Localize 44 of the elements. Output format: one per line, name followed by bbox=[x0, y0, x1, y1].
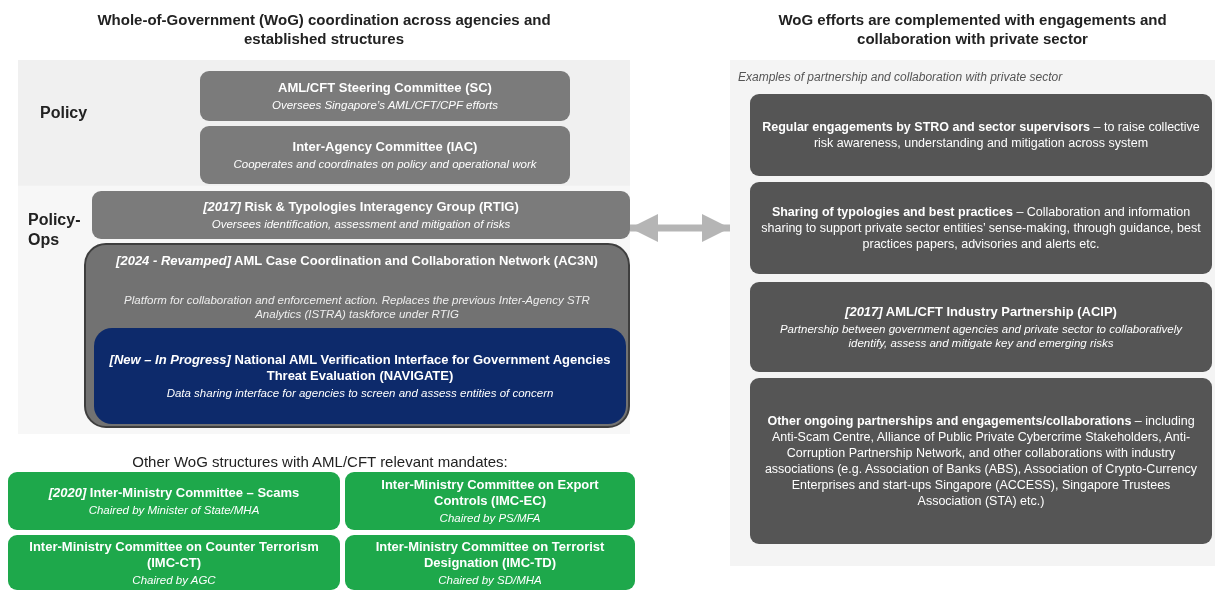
committee-card bbox=[345, 472, 635, 530]
card-title: AML/CFT Steering Committee (SC) bbox=[278, 80, 492, 96]
card-title: Inter-Agency Committee (IAC) bbox=[292, 139, 478, 155]
committee-card bbox=[345, 535, 635, 590]
card-description: Chaired by AGC bbox=[132, 572, 216, 587]
committee-card bbox=[92, 191, 630, 239]
subheading: Examples of partnership and collaboration with private sector bbox=[738, 70, 1063, 84]
network-card bbox=[84, 243, 630, 428]
committee-card bbox=[8, 472, 340, 530]
card-text: Regular engagements by STRO and sector supervisors – to raise collective risk awareness, understanding and mitigation across system bbox=[761, 119, 1201, 151]
committee-card bbox=[200, 71, 570, 121]
card-description: Data sharing interface for agencies to screen and assess entities of concern bbox=[166, 386, 554, 400]
card-description: Chaired by SD/MHA bbox=[438, 572, 542, 587]
card-description: Chaired by PS/MFA bbox=[439, 511, 541, 525]
interface-card bbox=[94, 328, 626, 424]
card-title: [2020] Inter-Ministry Committee – Scams bbox=[48, 485, 300, 501]
card-text: Other ongoing partnerships and engagements/collaborations – including Anti-Scam Centre, Alliance of Public Private Cybercrime Stakeholders, Anti-Corruption Partnership Network, and other collaborations with industry associations (e.g. Association of Banks (ABS), Association of Crypto-Currency Enterprises and start-ups Singapore (ACCESS), Singapore Trustees Association (STA) etc.) bbox=[763, 413, 1199, 509]
card-description: Cooperates and coordinates on policy and operational work bbox=[233, 157, 537, 171]
card-title: [2017] AML/CFT Industry Partnership (ACIP) bbox=[845, 304, 1117, 320]
section-heading: Other WoG structures with AML/CFT relevant mandates: bbox=[131, 452, 509, 471]
committee-card bbox=[200, 126, 570, 184]
card-title: [2024 - Revamped] AML Case Coordination and Collaboration Network (AC3N) bbox=[114, 253, 599, 269]
band bbox=[18, 186, 630, 434]
card-text: Sharing of typologies and best practices – Collaboration and information sharing to support private sector entities’ sense-making, through guidance, best practices papers, advisories and alerts etc. bbox=[760, 204, 1202, 252]
card-title: [New – In Progress] National AML Verification Interface for Government Agencies Threat Evaluation (NAVIGATE) bbox=[108, 352, 612, 384]
info-card bbox=[750, 378, 1212, 544]
card-title: Inter-Ministry Committee on Counter Terrorism (IMC-CT) bbox=[28, 538, 320, 571]
section-heading: WoG efforts are complemented with engagements and collaboration with private sector bbox=[777, 10, 1168, 48]
card-description: Oversees Singapore’s AML/CFT/CPF efforts bbox=[271, 98, 498, 112]
card-title: Inter-Ministry Committee on Terrorist Designation (IMC-TD) bbox=[374, 538, 606, 571]
card-description: Oversees identification, assessment and mitigation of risks bbox=[211, 217, 511, 231]
card-title: Inter-Ministry Committee on Export Controls (IMC-EC) bbox=[380, 477, 600, 509]
band-label: Policy bbox=[40, 104, 88, 122]
info-card bbox=[750, 94, 1212, 176]
section-heading: Whole-of-Government (WoG) coordination across agencies and established structures bbox=[96, 10, 552, 48]
info-card bbox=[750, 182, 1212, 274]
card-description: Partnership between government agencies and private sector to collaboratively identify, assess and mitigate key and emerging risks bbox=[778, 322, 1184, 350]
band-label: Policy-Ops bbox=[28, 210, 80, 250]
double-arrow bbox=[630, 214, 730, 242]
card-title: [2017] Risk & Typologies Interagency Group (RTIG) bbox=[203, 199, 519, 215]
card-description: Chaired by Minister of State/MHA bbox=[88, 503, 260, 517]
committee-card bbox=[8, 535, 340, 590]
card-description: Platform for collaboration and enforcement action. Replaces the previous Inter-Agency STR Analytics (ISTRA) taskforce under RTIG bbox=[123, 293, 591, 321]
info-card bbox=[750, 282, 1212, 372]
